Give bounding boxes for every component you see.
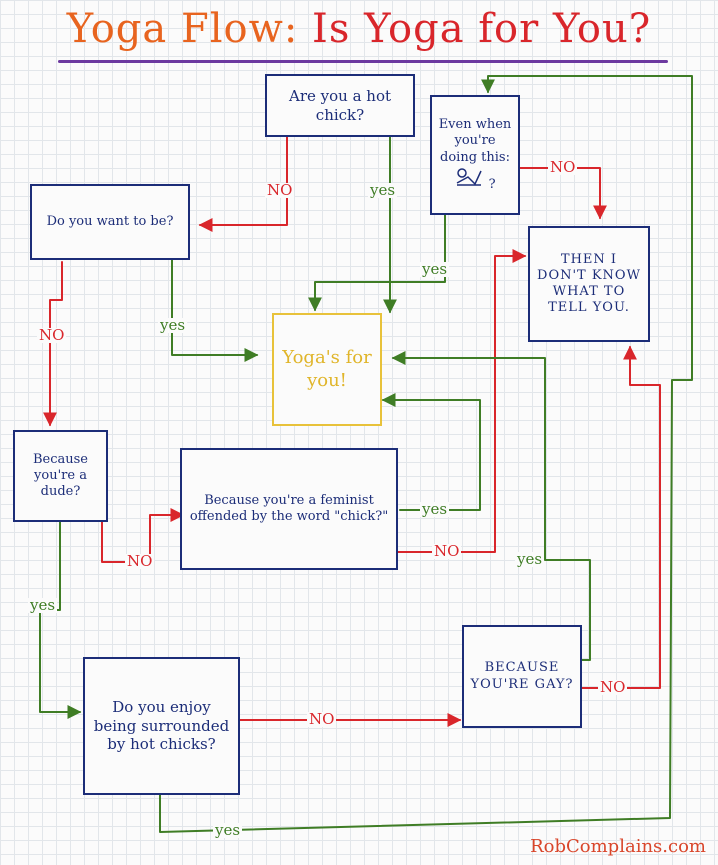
label-yes-evenwhen: yes xyxy=(420,260,450,278)
label-no-gay: NO xyxy=(598,678,628,696)
label-no-feminist: NO xyxy=(432,542,462,560)
even-when-text: Even when you're doing this: xyxy=(438,117,512,165)
label-no-wanttobe: NO xyxy=(37,326,67,344)
node-dont-know: Then I don't know what to tell you. xyxy=(528,226,650,342)
edge-dude-yes xyxy=(39,521,82,719)
edge-wanttobe-yes xyxy=(171,259,259,362)
node-even-when: Even when you're doing this: ? xyxy=(430,95,520,215)
label-yes-dude: yes xyxy=(28,596,58,614)
label-yes-enjoy: yes xyxy=(213,821,243,839)
label-no-evenwhen: NO xyxy=(548,158,578,176)
title-part-2: Is Yoga for You? xyxy=(312,6,652,52)
edge-enjoy-yes xyxy=(159,75,693,833)
edge-evenwhen-no xyxy=(519,167,607,220)
label-yes-hotchick: yes xyxy=(368,181,398,199)
node-enjoy: Do you enjoy being surrounded by hot chi… xyxy=(83,657,240,795)
site-credit: RobComplains.com xyxy=(530,836,706,857)
even-when-question: ? xyxy=(488,176,496,192)
node-hot-chick: Are you a hot chick? xyxy=(265,74,415,137)
label-no-enjoy: NO xyxy=(307,710,337,728)
label-no-hotchick: NO xyxy=(265,181,295,199)
edge-feminist-no xyxy=(387,249,527,553)
edge-gay-yes xyxy=(391,351,591,661)
node-feminist: Because you're a feminist offended by th… xyxy=(180,448,398,570)
edge-evenwhen-yes xyxy=(308,214,446,312)
label-yes-wanttobe: yes xyxy=(158,316,188,334)
even-when-icon-row: ? xyxy=(454,166,496,193)
edge-hotchick-no xyxy=(198,134,288,232)
title-underline xyxy=(58,60,668,63)
label-no-dude: NO xyxy=(125,552,155,570)
label-yes-feminist: yes xyxy=(420,500,450,518)
node-dude: Because you're a dude? xyxy=(13,430,108,522)
yoga-pose-icon xyxy=(454,166,484,193)
edge-wanttobe-no xyxy=(43,261,63,427)
node-gay: Because you're gay? xyxy=(462,625,582,728)
edge-gay-no xyxy=(581,345,661,689)
node-want-to-be: Do you want to be? xyxy=(30,184,190,260)
label-yes-gay: yes xyxy=(515,550,545,568)
page-title: Yoga Flow: Is Yoga for You? xyxy=(0,6,718,52)
node-yoga-for-you: Yoga's for you! xyxy=(272,313,382,426)
title-part-1: Yoga Flow: xyxy=(66,6,299,52)
